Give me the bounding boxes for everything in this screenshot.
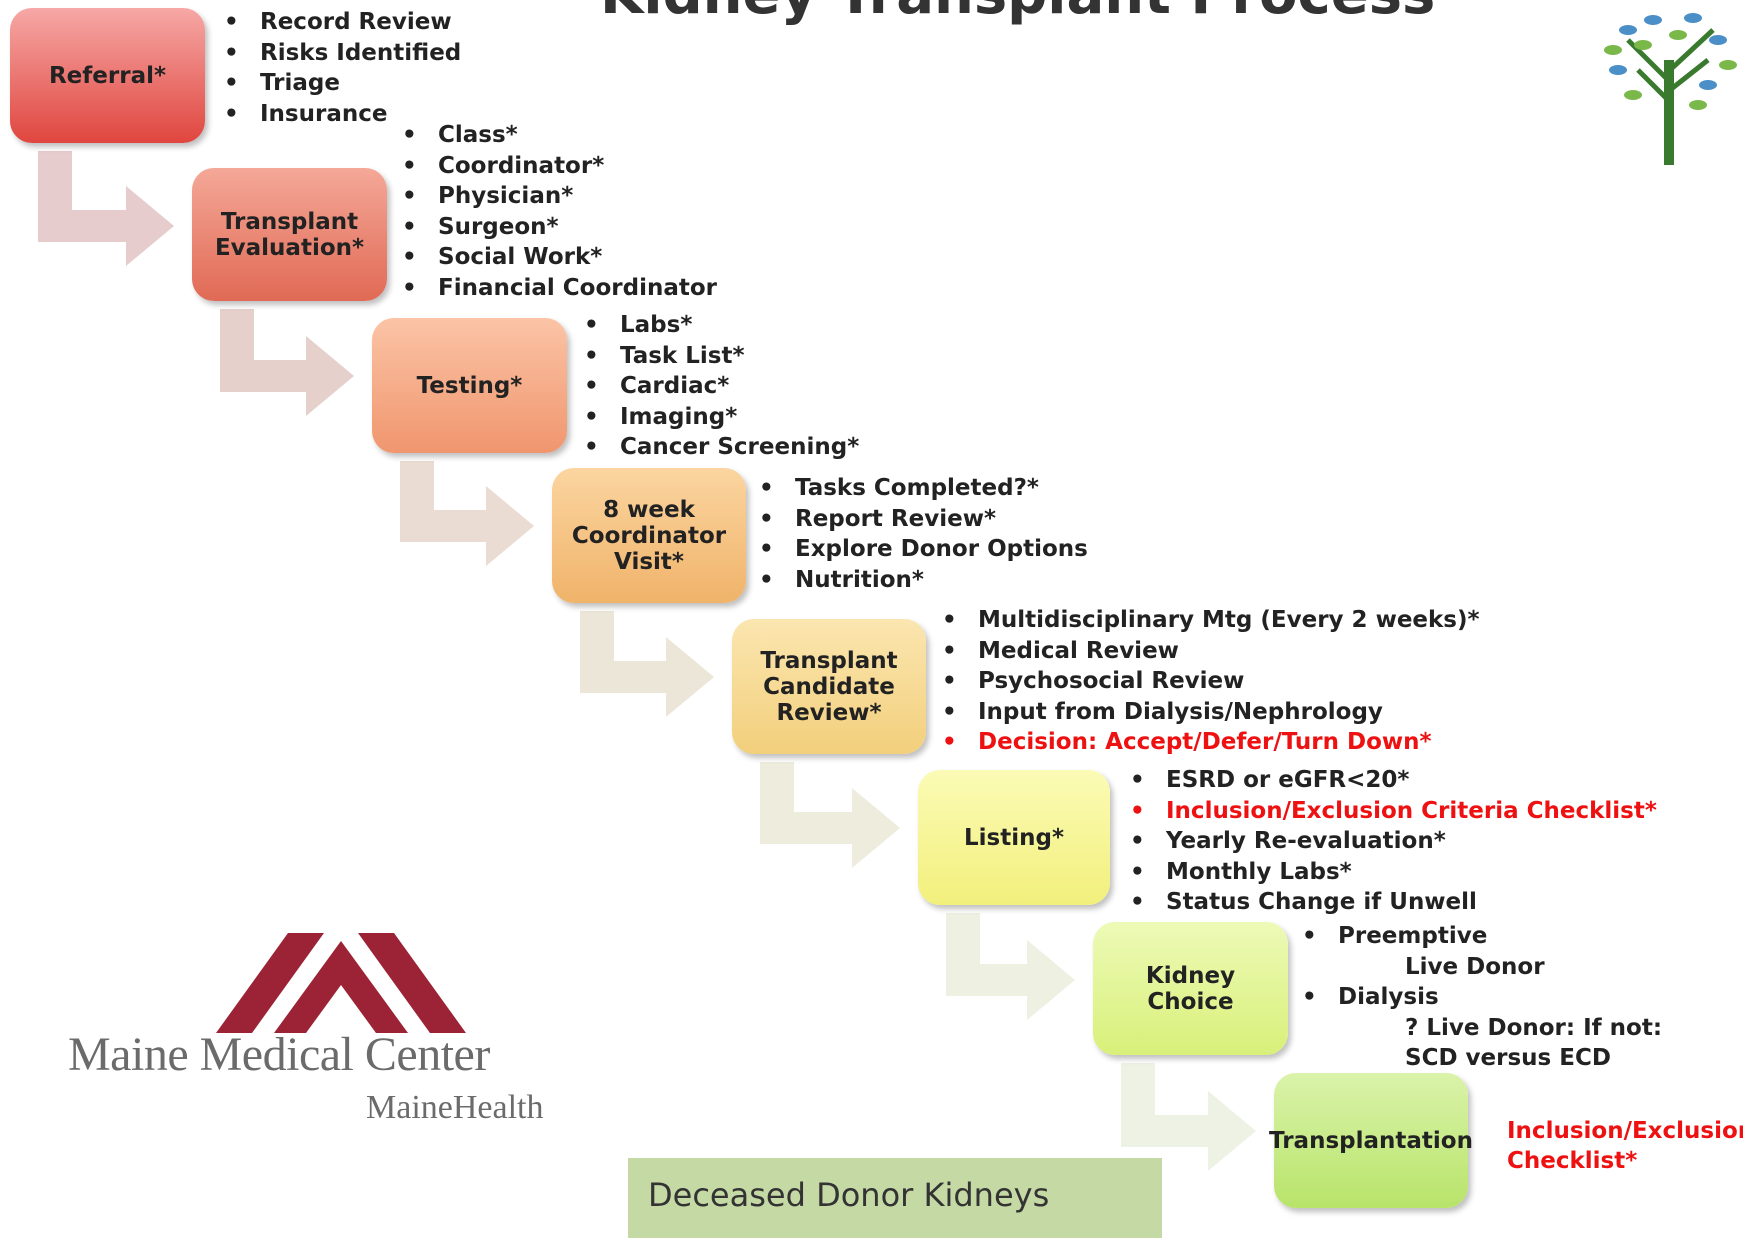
logo-mountains-icon <box>216 933 466 1033</box>
step-item: Risks Identified <box>222 38 461 69</box>
step-item: Live Donor <box>1405 953 1545 980</box>
step-item: Inclusion/Exclusion Criteria Checklist* <box>1128 796 1657 827</box>
deceased-donor-note: Deceased Donor Kidneys <box>628 1158 1162 1238</box>
logo-subtitle: MaineHealth <box>366 1089 544 1126</box>
step-item: Explore Donor Options <box>757 534 1088 565</box>
step-item: Cardiac* <box>582 371 859 402</box>
step-item: SCD versus ECD <box>1405 1045 1611 1071</box>
coordinator-visit-items: Tasks Completed?*Report Review*Explore D… <box>757 473 1088 595</box>
connector-arrow <box>220 309 354 416</box>
step-item: Psychosocial Review <box>940 666 1480 697</box>
step-item: Yearly Re-evaluation* <box>1128 826 1657 857</box>
connector-arrow <box>38 151 174 266</box>
step-item: Cancer Screening* <box>582 432 859 463</box>
step-testing: Testing* <box>372 318 567 453</box>
step-kidney-choice: Kidney Choice <box>1093 922 1288 1055</box>
step-transplant-evaluation: Transplant Evaluation* <box>192 168 387 301</box>
connector-arrow <box>946 913 1075 1020</box>
step-item: Task List* <box>582 341 859 372</box>
referral-items: Record ReviewRisks IdentifiedTriageInsur… <box>222 7 461 129</box>
step-item: ? Live Donor: If not: <box>1405 1014 1663 1041</box>
step-item: Triage <box>222 68 461 99</box>
step-item: Social Work* <box>400 242 717 273</box>
step-item: Class* <box>400 120 717 151</box>
transplant-note-line: Inclusion/Exclusion <box>1507 1118 1743 1144</box>
candidate-review-items: Multidisciplinary Mtg (Every 2 weeks)*Me… <box>940 605 1480 758</box>
step-item: Input from Dialysis/Nephrology <box>940 697 1480 728</box>
step-item: Tasks Completed?* <box>757 473 1088 504</box>
testing-items: Labs*Task List*Cardiac*Imaging*Cancer Sc… <box>582 310 859 463</box>
step-item: Report Review* <box>757 504 1088 535</box>
connector-arrow <box>400 461 534 566</box>
page-title: Kidney Transplant Process <box>600 0 1435 27</box>
tree-logo-icon <box>1598 0 1743 169</box>
step-candidate-review: Transplant Candidate Review* <box>732 619 926 754</box>
maine-medical-center-logo: Maine Medical Center MaineHealth <box>68 933 568 1133</box>
step-item: Labs* <box>582 310 859 341</box>
evaluation-items: Class*Coordinator*Physician*Surgeon*Soci… <box>400 120 717 303</box>
step-referral: Referral* <box>10 8 205 143</box>
step-item: Medical Review <box>940 636 1480 667</box>
step-coordinator-visit: 8 week Coordinator Visit* <box>552 468 746 603</box>
step-item: Imaging* <box>582 402 859 433</box>
step-item: Preemptive <box>1300 921 1662 952</box>
logo-name: Maine Medical Center <box>68 1028 490 1081</box>
connector-arrows <box>38 151 1256 1171</box>
step-item: Nutrition* <box>757 565 1088 596</box>
step-item: Financial Coordinator <box>400 273 717 304</box>
step-item: Surgeon* <box>400 212 717 243</box>
step-item: Status Change if Unwell <box>1128 887 1657 918</box>
listing-items: ESRD or eGFR<20*Inclusion/Exclusion Crit… <box>1128 765 1657 918</box>
step-item: Multidisciplinary Mtg (Every 2 weeks)* <box>940 605 1480 636</box>
step-item: ESRD or eGFR<20* <box>1128 765 1657 796</box>
step-item: Coordinator* <box>400 151 717 182</box>
step-listing: Listing* <box>918 770 1110 905</box>
step-item: Record Review <box>222 7 461 38</box>
transplant-note-line: Checklist* <box>1507 1148 1638 1174</box>
connector-arrow <box>1121 1063 1256 1171</box>
connector-arrow <box>580 611 714 717</box>
step-item: Dialysis <box>1300 982 1662 1013</box>
step-item: Decision: Accept/Defer/Turn Down* <box>940 727 1480 758</box>
connector-arrow <box>760 762 900 868</box>
step-item: Insurance <box>222 99 461 130</box>
step-transplantation: Transplantation <box>1269 1073 1473 1208</box>
step-item: Monthly Labs* <box>1128 857 1657 888</box>
step-item: Physician* <box>400 181 717 212</box>
